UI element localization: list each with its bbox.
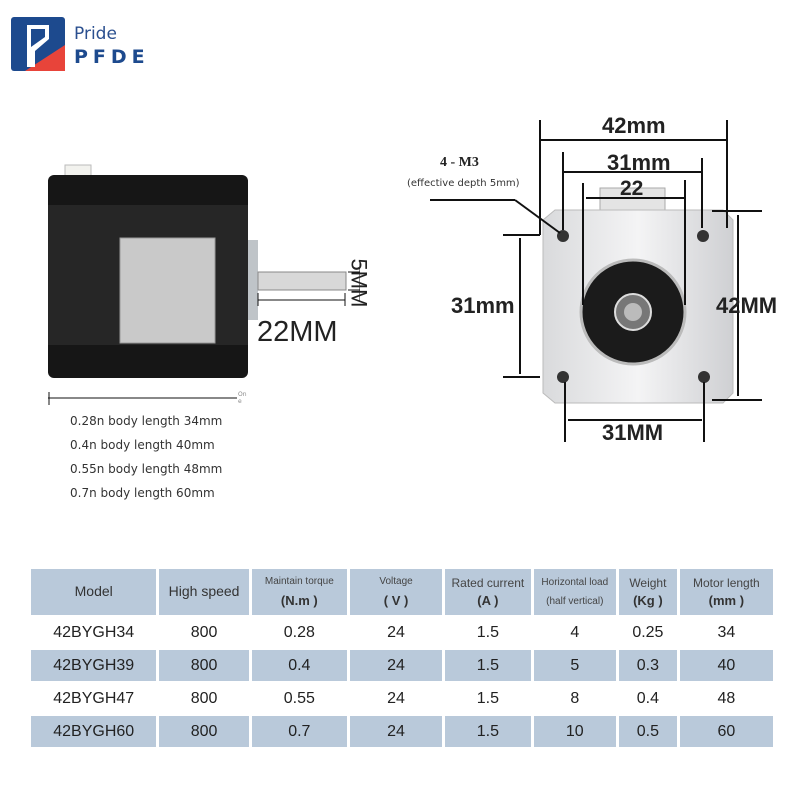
table-cell: 42BYGH47	[53, 689, 135, 707]
table-cell: 0.7	[251, 716, 347, 747]
body-length-item: 0.4n body length 40mm	[70, 438, 215, 452]
table-cell: 1.5	[476, 623, 499, 641]
table-row: 42BYGH47 800 0.55 24 1.5 8 0.4 48	[31, 683, 773, 714]
hole-spacing-top-label: 31mm	[607, 150, 671, 175]
header-weight: Weight(Kg )	[619, 569, 677, 615]
table-cell: 42BYGH34	[53, 623, 135, 641]
table-cell: 34	[717, 623, 736, 641]
table-cell: 48	[717, 689, 736, 707]
body-length-item: 0.55n body length 48mm	[70, 462, 223, 476]
table-cell: 0.55	[283, 689, 315, 707]
table-cell: 800	[190, 623, 218, 641]
header-high-speed: High speed	[159, 569, 249, 615]
table-cell: 42BYGH39	[31, 650, 157, 681]
table-cell: 1.5	[445, 716, 531, 747]
boss-diameter-label: 22	[620, 177, 644, 200]
table-cell: 0.25	[632, 623, 664, 641]
table-cell: 8	[570, 689, 580, 707]
table-cell: 60	[679, 716, 773, 747]
motor-front-view	[430, 120, 762, 442]
body-length-item: 0.7n body length 60mm	[70, 486, 215, 500]
height-right-label: 42MM	[716, 293, 778, 318]
body-length-item: 0.28n body length 34mm	[70, 414, 223, 428]
shaft-diameter-label: 5MM	[346, 258, 372, 308]
header-voltage: Voltage( V )	[349, 569, 443, 615]
header-model: Model	[31, 569, 157, 615]
table-cell: 1.5	[476, 689, 499, 707]
hole-spacing-left-label: 31mm	[451, 293, 515, 318]
table-cell: 24	[349, 716, 443, 747]
width-top-label: 42mm	[602, 113, 666, 138]
hole-spacing-bottom-label: 31MM	[602, 420, 664, 445]
table-cell: 5	[533, 650, 617, 681]
brand-name-top: Pride	[74, 24, 117, 44]
table-cell: 0.5	[619, 716, 677, 747]
table-cell: 0.3	[619, 650, 677, 681]
thread-note: (effective depth 5mm)	[407, 178, 520, 189]
spec-table: Model High speed Maintain torque(N.m ) V…	[28, 567, 776, 749]
line-note: On e	[238, 391, 247, 405]
header-length: Motor length(mm )	[679, 569, 773, 615]
table-cell: 10	[533, 716, 617, 747]
table-cell: 0.28	[283, 623, 315, 641]
table-cell: 0.4	[636, 689, 660, 707]
pfde-logo-icon	[11, 17, 65, 71]
table-cell: 24	[387, 689, 405, 707]
table-cell: 4	[570, 623, 580, 641]
header-torque: Maintain torque(N.m )	[251, 569, 347, 615]
table-cell: 42BYGH60	[31, 716, 157, 747]
table-cell: 0.4	[251, 650, 347, 681]
motor-side-view	[48, 164, 360, 405]
table-cell: 800	[159, 716, 249, 747]
table-cell: 800	[159, 650, 249, 681]
header-load: Horizontal load(half vertical)	[533, 569, 617, 615]
table-cell: 40	[679, 650, 773, 681]
table-cell: 24	[387, 623, 405, 641]
shaft-length-label: 22MM	[257, 316, 338, 348]
table-cell: 24	[349, 650, 443, 681]
brand-name-bottom: PFDE	[74, 46, 150, 68]
table-cell: 800	[190, 689, 218, 707]
table-cell: 1.5	[445, 650, 531, 681]
header-current: Rated current(A )	[445, 569, 531, 615]
thread-label: 4 - M3	[440, 155, 479, 170]
table-row: 42BYGH34 800 0.28 24 1.5 4 0.25 34	[31, 617, 773, 648]
